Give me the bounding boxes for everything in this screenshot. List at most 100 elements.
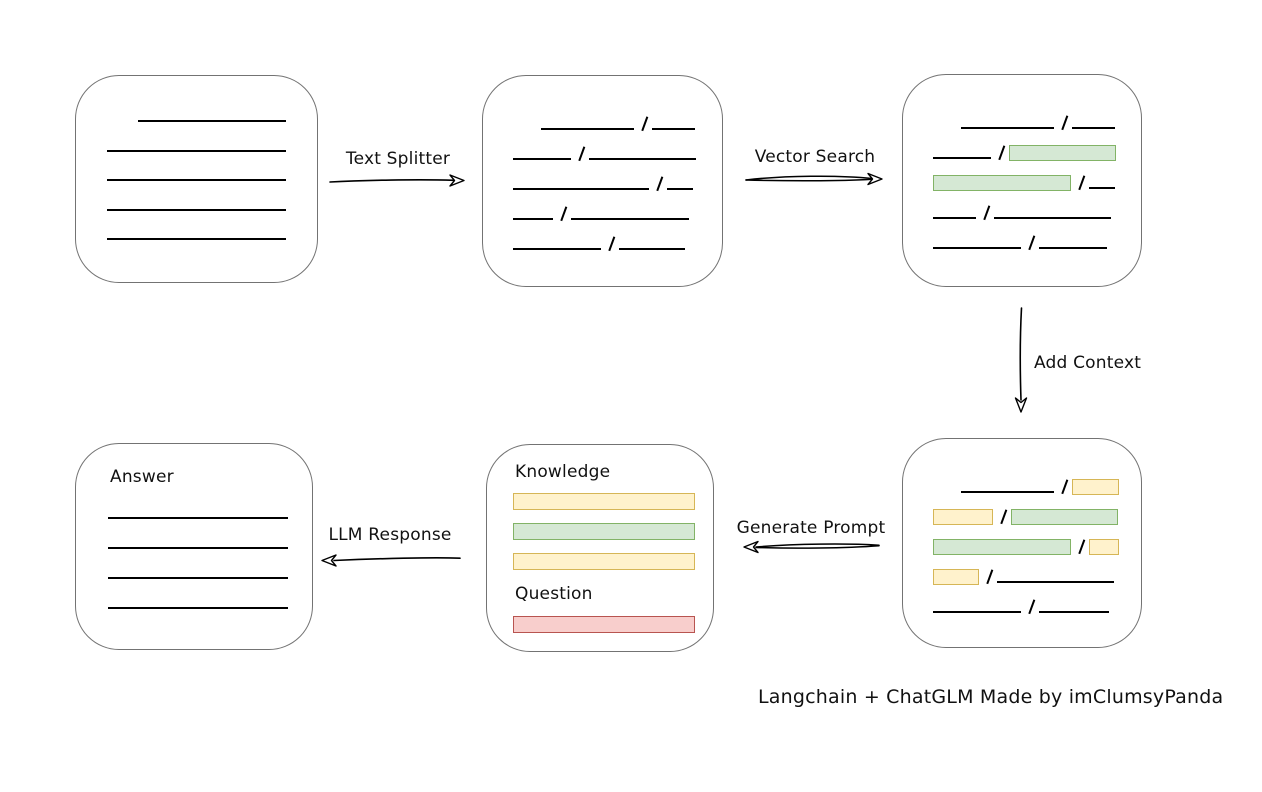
slash-separator <box>986 569 994 585</box>
chunk-row <box>513 132 697 162</box>
text-line-segment <box>994 217 1112 219</box>
document-text-lines <box>107 120 291 268</box>
chunk-row <box>933 495 1119 525</box>
vector-search-arrow-icon <box>745 172 883 186</box>
text-line <box>107 208 286 211</box>
text-line <box>108 547 288 549</box>
text-line-segment <box>933 217 976 219</box>
vector-search-label: Vector Search <box>754 147 876 167</box>
text-line <box>107 149 286 152</box>
yellow-chunk-bar <box>513 553 695 570</box>
chunk-row <box>933 585 1115 615</box>
slash-separator <box>578 146 586 162</box>
chunk-row <box>933 221 1115 251</box>
text-splitter-label: Text Splitter <box>345 149 451 169</box>
slash-separator <box>983 205 991 221</box>
node-source-document <box>75 75 318 283</box>
text-line-segment <box>541 128 634 130</box>
text-line-segment <box>619 248 686 250</box>
node-split-chunks <box>482 75 723 287</box>
chunk-row <box>961 465 1120 495</box>
text-line-segment <box>513 188 649 190</box>
chunk-row <box>513 192 696 222</box>
node-matched-chunks <box>902 74 1142 287</box>
yellow-highlight-chunk <box>1089 539 1120 555</box>
text-line-segment <box>1089 187 1116 189</box>
text-line <box>108 517 288 519</box>
matched-chunk-rows <box>933 101 1117 251</box>
yellow-chunk-bar <box>513 493 695 510</box>
add-context-label: Add Context <box>1034 353 1142 373</box>
chunk-row <box>541 102 696 132</box>
node-prompt: Knowledge Question <box>486 444 714 652</box>
question-label: Question <box>515 584 593 604</box>
slash-separator <box>1061 115 1069 131</box>
answer-label: Answer <box>110 467 174 487</box>
slash-separator <box>1028 235 1036 251</box>
prompt-content: Knowledge Question <box>513 461 695 646</box>
text-line-segment <box>667 188 694 190</box>
question-bars <box>513 616 695 633</box>
text-splitter-arrow-icon <box>329 174 465 187</box>
text-line-segment <box>961 491 1054 493</box>
yellow-highlight-chunk <box>933 509 993 525</box>
chunk-row <box>513 222 696 252</box>
text-line-segment <box>933 247 1021 249</box>
chunk-row <box>513 162 696 192</box>
slash-separator <box>1000 509 1008 525</box>
chunk-row <box>961 101 1116 131</box>
text-line-segment <box>571 218 690 220</box>
text-line <box>107 238 286 240</box>
text-line-segment <box>1039 247 1108 249</box>
chunk-row <box>933 555 1115 585</box>
chunk-rows <box>513 102 697 252</box>
green-highlight-chunk <box>933 539 1071 555</box>
green-highlight-chunk <box>1011 509 1119 525</box>
text-line <box>108 607 288 609</box>
text-line-segment <box>997 581 1115 583</box>
context-chunk-rows <box>933 465 1120 615</box>
text-line <box>138 120 286 122</box>
text-line-segment <box>1039 611 1110 613</box>
green-chunk-bar <box>513 523 695 540</box>
green-highlight-chunk <box>1009 145 1117 161</box>
generate-prompt-label: Generate Prompt <box>736 518 886 538</box>
knowledge-bars <box>513 493 695 570</box>
node-context-chunks <box>902 438 1142 648</box>
slash-separator <box>560 206 568 222</box>
text-line-segment <box>513 248 601 250</box>
yellow-highlight-chunk <box>933 569 979 585</box>
text-line-segment <box>589 158 697 160</box>
answer-text-lines <box>108 517 288 637</box>
red-chunk-bar <box>513 616 695 633</box>
chunk-row <box>933 161 1116 191</box>
slash-separator <box>656 176 664 192</box>
node-answer: Answer <box>75 443 313 650</box>
text-line-segment <box>1072 127 1116 129</box>
slash-separator <box>998 145 1006 161</box>
text-line <box>108 577 288 579</box>
text-line-segment <box>513 218 553 220</box>
yellow-highlight-chunk <box>1072 479 1120 495</box>
green-highlight-chunk <box>933 175 1071 191</box>
slash-separator <box>641 116 649 132</box>
text-line-segment <box>933 611 1021 613</box>
text-line-segment <box>513 158 571 160</box>
text-line <box>107 179 286 181</box>
generate-prompt-arrow-icon <box>743 540 880 554</box>
slash-separator <box>608 236 616 252</box>
slash-separator <box>1028 599 1036 615</box>
knowledge-label: Knowledge <box>515 462 611 482</box>
chunk-row <box>933 191 1115 221</box>
llm-response-label: LLM Response <box>328 525 452 545</box>
text-line-segment <box>933 157 991 159</box>
slash-separator <box>1061 479 1069 495</box>
diagram-caption: Langchain + ChatGLM Made by imClumsyPand… <box>758 686 1224 708</box>
llm-response-arrow-icon <box>321 554 461 567</box>
text-line-segment <box>961 127 1054 129</box>
slash-separator <box>1078 539 1086 555</box>
chunk-row <box>933 525 1120 555</box>
text-line-segment <box>652 128 696 130</box>
chunk-row <box>933 131 1117 161</box>
